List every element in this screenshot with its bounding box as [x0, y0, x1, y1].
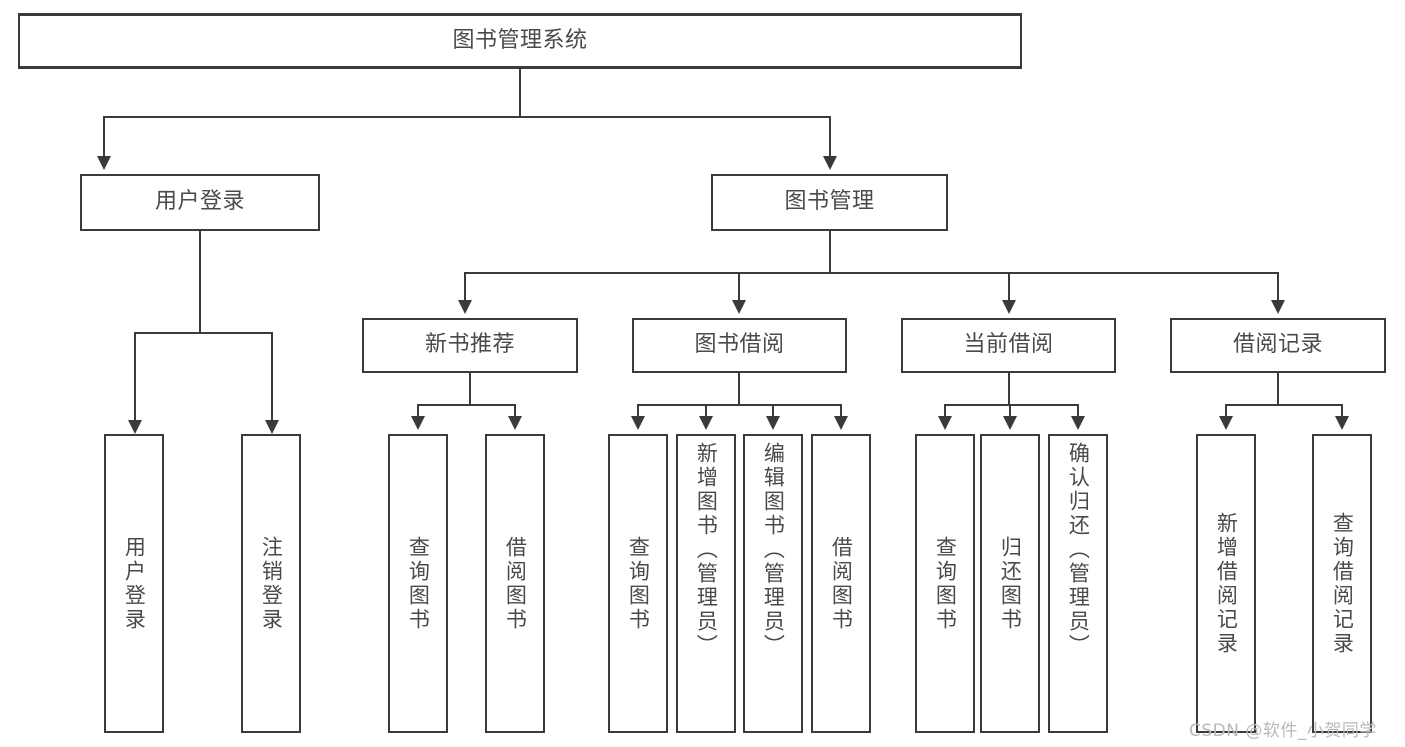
arrow-book-management-to-book-borrow — [732, 300, 746, 314]
node-leaf-add-borrow-record[interactable]: 新增借阅记录 — [1196, 434, 1256, 733]
node-leaf-add-book-admin-label: 新增图书（管理员） — [694, 442, 719, 658]
node-leaf-edit-book-admin-label: 编辑图书（管理员） — [761, 442, 786, 658]
connector-current-borrow-drop-3 — [1077, 404, 1079, 418]
connector-current-borrow-trunk — [1008, 373, 1010, 405]
node-current-borrow[interactable]: 当前借阅 — [901, 318, 1116, 373]
arrow-book-management-to-new-book-recommend — [458, 300, 472, 314]
node-new-book-recommend[interactable]: 新书推荐 — [362, 318, 578, 373]
node-root-label: 图书管理系统 — [452, 27, 588, 53]
node-leaf-query-book-borrow[interactable]: 查询图书 — [608, 434, 668, 733]
node-leaf-query-borrow-record-label: 查询借阅记录 — [1330, 511, 1355, 656]
node-leaf-logout-label: 注销登录 — [259, 535, 284, 632]
node-leaf-query-book-recommend[interactable]: 查询图书 — [388, 434, 448, 733]
connector-book-management-bar — [464, 272, 1278, 274]
connector-borrow-record-drop-2 — [1341, 404, 1343, 418]
arrow-book-management-to-current-borrow — [1002, 300, 1016, 314]
connector-root-drop-user-login — [103, 116, 105, 158]
arrow-new-book-recommend-to-borrow-book — [508, 416, 522, 430]
connector-new-book-recommend-bar — [417, 404, 515, 406]
arrow-book-borrow-to-query-book — [631, 416, 645, 430]
node-book-borrow[interactable]: 图书借阅 — [632, 318, 847, 373]
connector-root-drop-book-management — [829, 116, 831, 158]
connector-new-book-recommend-trunk — [469, 373, 471, 405]
connector-book-borrow-drop-3 — [772, 404, 774, 418]
connector-book-borrow-trunk — [738, 373, 740, 405]
connector-new-book-recommend-drop-2 — [514, 404, 516, 418]
node-leaf-return-book[interactable]: 归还图书 — [980, 434, 1040, 733]
connector-root-bar — [103, 116, 831, 118]
arrow-new-book-recommend-to-query-book — [411, 416, 425, 430]
arrow-current-borrow-to-return-book — [1003, 416, 1017, 430]
node-new-book-recommend-label: 新书推荐 — [424, 332, 515, 358]
connector-new-book-recommend-drop-1 — [417, 404, 419, 418]
node-borrow-record-label: 借阅记录 — [1232, 332, 1323, 358]
node-borrow-record[interactable]: 借阅记录 — [1170, 318, 1386, 373]
node-leaf-borrow-book-label: 借阅图书 — [829, 535, 854, 632]
connector-current-borrow-bar — [944, 404, 1078, 406]
arrow-book-borrow-to-edit-book — [766, 416, 780, 430]
node-leaf-borrow-book-recommend[interactable]: 借阅图书 — [485, 434, 545, 733]
connector-borrow-record-bar — [1225, 404, 1342, 406]
connector-user-login-bar — [134, 332, 272, 334]
connector-user-login-drop-1 — [134, 332, 136, 422]
connector-user-login-drop-2 — [271, 332, 273, 422]
node-book-management-label: 图书管理 — [784, 189, 875, 215]
node-leaf-query-book-current-label: 查询图书 — [933, 535, 958, 632]
node-user-login-label: 用户登录 — [154, 189, 245, 215]
node-leaf-logout[interactable]: 注销登录 — [241, 434, 301, 733]
node-leaf-user-login-label: 用户登录 — [122, 535, 147, 632]
connector-book-management-drop-2 — [738, 272, 740, 302]
arrow-borrow-record-to-query-record — [1335, 416, 1349, 430]
node-leaf-add-borrow-record-label: 新增借阅记录 — [1214, 511, 1239, 656]
node-leaf-edit-book-admin[interactable]: 编辑图书（管理员） — [743, 434, 803, 733]
arrow-current-borrow-to-confirm-return — [1071, 416, 1085, 430]
arrow-borrow-record-to-add-record — [1219, 416, 1233, 430]
arrow-user-login-to-leaf-logout — [265, 420, 279, 434]
connector-book-management-drop-1 — [464, 272, 466, 302]
node-book-borrow-label: 图书借阅 — [694, 332, 785, 358]
connector-root-trunk — [519, 69, 521, 117]
arrow-user-login-to-leaf-user-login — [128, 420, 142, 434]
connector-book-borrow-bar — [637, 404, 841, 406]
connector-borrow-record-drop-1 — [1225, 404, 1227, 418]
connector-book-management-drop-4 — [1277, 272, 1279, 302]
node-root[interactable]: 图书管理系统 — [18, 13, 1022, 69]
connector-book-management-drop-3 — [1008, 272, 1010, 302]
node-leaf-query-book-recommend-label: 查询图书 — [406, 535, 431, 632]
watermark: CSDN @软件_小贺同学 — [1189, 721, 1377, 741]
connector-book-borrow-drop-2 — [705, 404, 707, 418]
arrow-book-management-to-borrow-record — [1271, 300, 1285, 314]
node-leaf-borrow-book-recommend-label: 借阅图书 — [503, 535, 528, 632]
node-leaf-confirm-return-admin[interactable]: 确认归还（管理员） — [1048, 434, 1108, 733]
connector-current-borrow-drop-1 — [944, 404, 946, 418]
arrow-current-borrow-to-query-book — [938, 416, 952, 430]
node-leaf-query-borrow-record[interactable]: 查询借阅记录 — [1312, 434, 1372, 733]
connector-book-management-trunk — [829, 231, 831, 273]
node-leaf-user-login[interactable]: 用户登录 — [104, 434, 164, 733]
arrow-book-borrow-to-add-book — [699, 416, 713, 430]
connector-book-borrow-drop-1 — [637, 404, 639, 418]
connector-book-borrow-drop-4 — [840, 404, 842, 418]
node-leaf-query-book-current[interactable]: 查询图书 — [915, 434, 975, 733]
node-user-login[interactable]: 用户登录 — [80, 174, 320, 231]
arrow-book-borrow-to-borrow-book — [834, 416, 848, 430]
node-current-borrow-label: 当前借阅 — [963, 332, 1054, 358]
connector-current-borrow-drop-2 — [1009, 404, 1011, 418]
node-leaf-confirm-return-admin-label: 确认归还（管理员） — [1066, 442, 1091, 658]
node-book-management[interactable]: 图书管理 — [711, 174, 948, 231]
node-leaf-borrow-book[interactable]: 借阅图书 — [811, 434, 871, 733]
arrow-root-to-user-login — [97, 156, 111, 170]
connector-user-login-trunk — [199, 231, 201, 333]
node-leaf-return-book-label: 归还图书 — [998, 535, 1023, 632]
node-leaf-query-book-borrow-label: 查询图书 — [626, 535, 651, 632]
arrow-root-to-book-management — [823, 156, 837, 170]
connector-borrow-record-trunk — [1277, 373, 1279, 405]
node-leaf-add-book-admin[interactable]: 新增图书（管理员） — [676, 434, 736, 733]
